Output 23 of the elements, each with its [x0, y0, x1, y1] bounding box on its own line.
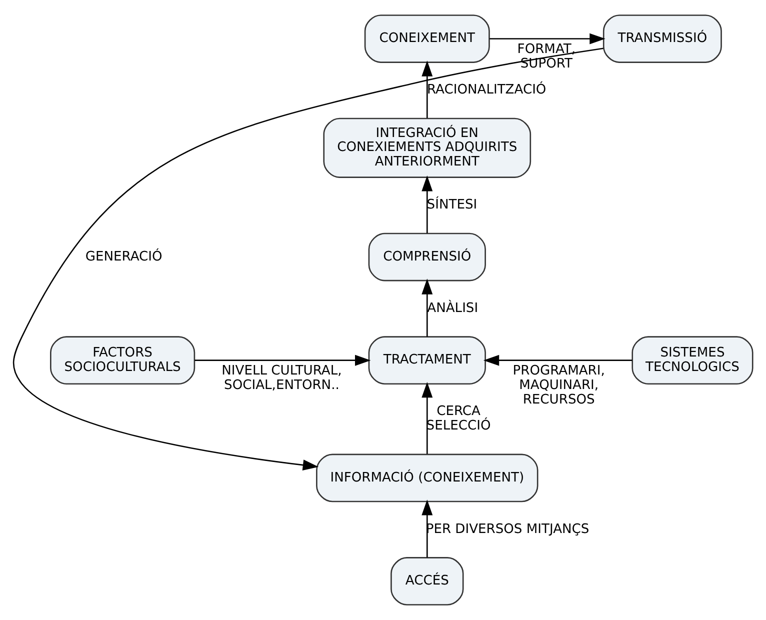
arrow [13, 48, 604, 470]
node-box: COMPRENSIÓ [368, 232, 486, 282]
arrow [422, 176, 433, 234]
node-box: TRANSMISSIÓ [602, 14, 722, 63]
arrow [422, 278, 433, 337]
arrow [422, 60, 433, 118]
node-box: INFORMACIÓ (CONEIXEMENT) [316, 454, 538, 502]
edge-label: PROGRAMARI, MAQUINARI, RECURSOS [512, 364, 605, 408]
node-box: TRACTAMENT [368, 336, 486, 384]
edge-label: GENERACIÓ [85, 249, 162, 264]
node-box: ACCÉS [390, 557, 464, 606]
node-box: CONEIXEMENT [364, 14, 490, 63]
arrow [194, 354, 371, 366]
edge-label: FORMAT, SUPORT [517, 42, 576, 72]
node-box: FACTORS SOCIOCULTURALS [50, 336, 196, 384]
edge-label: NIVELL CULTURAL, SOCIAL,ENTORN.. [222, 364, 342, 394]
arrow [422, 382, 433, 454]
node-box: INTEGRACIÓ EN CONEXIEMENTS ADQUIRITS ANTERIORMENT [323, 118, 532, 178]
arrow [483, 354, 632, 366]
arrow [422, 500, 433, 558]
node-box: SISTEMES TECNOLOGICS [632, 336, 754, 384]
arrow [490, 33, 606, 44]
edge-label: RACIONALITZACIÓ [426, 82, 546, 98]
